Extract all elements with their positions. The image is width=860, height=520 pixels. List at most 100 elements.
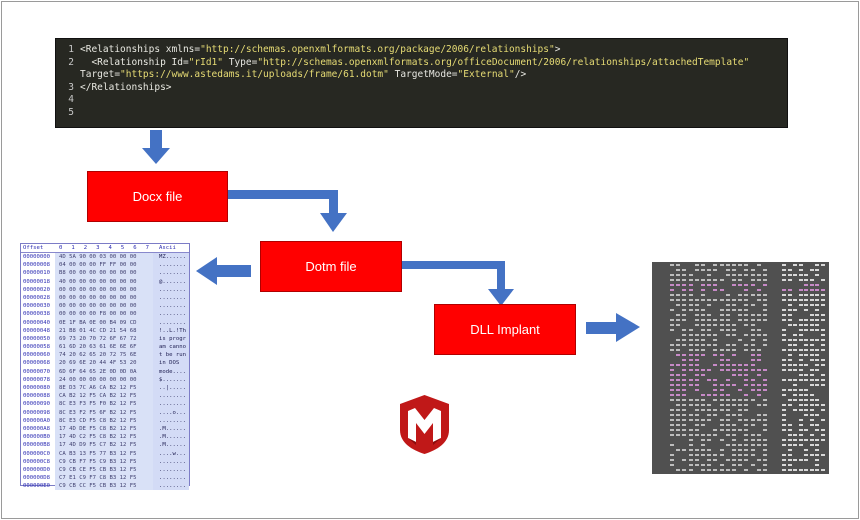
hex-bytes: C9 CB CC F5 CB B3 12 F5 (55, 482, 153, 491)
hex-offset: 00000078 (23, 376, 50, 383)
hex-cell-texture (694, 409, 699, 411)
hex-cell-texture (676, 269, 681, 271)
hex-ascii: t be run (153, 351, 189, 360)
hex-cell-texture (688, 284, 693, 286)
hex-cell-texture (738, 319, 743, 321)
hex-bytes: 8E D3 7C A6 CA B2 12 F5 (55, 384, 153, 393)
hex-cell-texture (750, 339, 755, 341)
hex-cell-texture (744, 379, 749, 381)
hex-cell-texture (820, 334, 825, 336)
line-number: 3 (68, 81, 74, 93)
hex-cell-texture (701, 434, 705, 436)
hex-cell-texture (750, 434, 755, 436)
hex-cell-texture (798, 379, 803, 381)
hex-cell-texture (804, 339, 808, 341)
hex-cell-texture (725, 444, 730, 446)
hex-cell-texture (809, 304, 814, 306)
hex-cell-texture (701, 344, 705, 346)
hex-cell-texture (676, 409, 681, 411)
hex-cell-texture (804, 289, 808, 291)
hex-ascii: $....... (153, 375, 189, 384)
hex-cell-texture (725, 349, 730, 351)
hex-cell-texture (732, 329, 736, 331)
hex-cell-texture (701, 324, 705, 326)
hex-cell-texture (694, 419, 699, 421)
code-line: 5 (56, 107, 787, 120)
hex-cell-texture (694, 389, 699, 391)
hex-cell-texture (694, 364, 699, 366)
hex-cell-texture (713, 459, 718, 461)
hex-cell-texture (750, 314, 755, 316)
hex-ascii: ........ (153, 310, 189, 319)
hex-cell-texture (787, 429, 792, 431)
hex-cell-texture (756, 384, 761, 386)
code-token: <Relationship Id= (80, 56, 189, 68)
hex-cell-texture (725, 424, 730, 426)
hex-cell-texture (804, 414, 808, 416)
hex-cell-texture (750, 464, 755, 466)
hex-cell-texture (738, 444, 743, 446)
hex-cell-texture (682, 344, 687, 346)
hex-cell-texture (688, 299, 693, 301)
hex-cell-texture (804, 344, 808, 346)
docx-file-box: Docx file (87, 171, 228, 222)
hex-cell-texture (798, 364, 803, 366)
hex-cell-texture (744, 419, 749, 421)
hex-cell-texture (670, 454, 674, 456)
hex-cell-texture (707, 324, 712, 326)
code-line: 1<Relationships xmlns="http://schemas.op… (56, 44, 787, 57)
hex-cell-texture (719, 299, 724, 301)
hex-cell-texture (744, 429, 749, 431)
hex-bytes: 00 00 00 00 00 00 00 00 (55, 285, 153, 294)
hex-cell-texture (676, 299, 681, 301)
hex-cell-texture (694, 264, 699, 266)
hex-cell-texture (744, 454, 749, 456)
hex-cell-texture (713, 384, 718, 386)
hex-cell-texture (763, 274, 767, 276)
hex-cell-texture (694, 354, 699, 356)
hex-cell-texture (793, 439, 797, 441)
hex-cell-texture (732, 324, 736, 326)
hex-cell-texture (682, 304, 687, 306)
hex-cell-texture (744, 369, 749, 371)
hex-cell-texture (670, 419, 674, 421)
hex-cell-texture (756, 289, 761, 291)
hex-cell-texture (670, 459, 674, 461)
hex-cell-texture (804, 304, 808, 306)
hex-cell-texture (707, 434, 712, 436)
hex-cell-texture (744, 314, 749, 316)
hex-cell-texture (782, 394, 786, 396)
hex-cell-texture (744, 304, 749, 306)
hex-cell-texture (713, 429, 718, 431)
hex-cell-texture (782, 349, 786, 351)
hex-cell-texture (815, 399, 819, 401)
hex-cell-texture (719, 454, 724, 456)
hex-bytes: 00 00 00 00 00 00 00 00 (55, 302, 153, 311)
hex-cell-texture (815, 464, 819, 466)
hex-cell-texture (804, 299, 808, 301)
hex-cell-texture (809, 399, 814, 401)
hex-cell-texture (670, 344, 674, 346)
hex-cell-texture (688, 289, 693, 291)
hex-cell-texture (676, 404, 681, 406)
hex-cell-texture (732, 349, 736, 351)
hex-cell-texture (744, 319, 749, 321)
hex-cell-texture (744, 469, 749, 471)
hex-cell-texture (732, 264, 736, 266)
hex-cell-texture (787, 369, 792, 371)
hex-cell-texture (719, 364, 724, 366)
hex-cell-texture (701, 309, 705, 311)
hex-cell-texture (750, 294, 755, 296)
hex-cell-texture (738, 389, 743, 391)
hex-cell-texture (707, 469, 712, 471)
hex-cell-texture (694, 304, 699, 306)
hex-cell-texture (707, 409, 712, 411)
hex-cell-texture (750, 444, 755, 446)
hex-cell-texture (694, 374, 699, 376)
hex-cell-texture (804, 404, 808, 406)
code-token: /> (514, 69, 527, 80)
